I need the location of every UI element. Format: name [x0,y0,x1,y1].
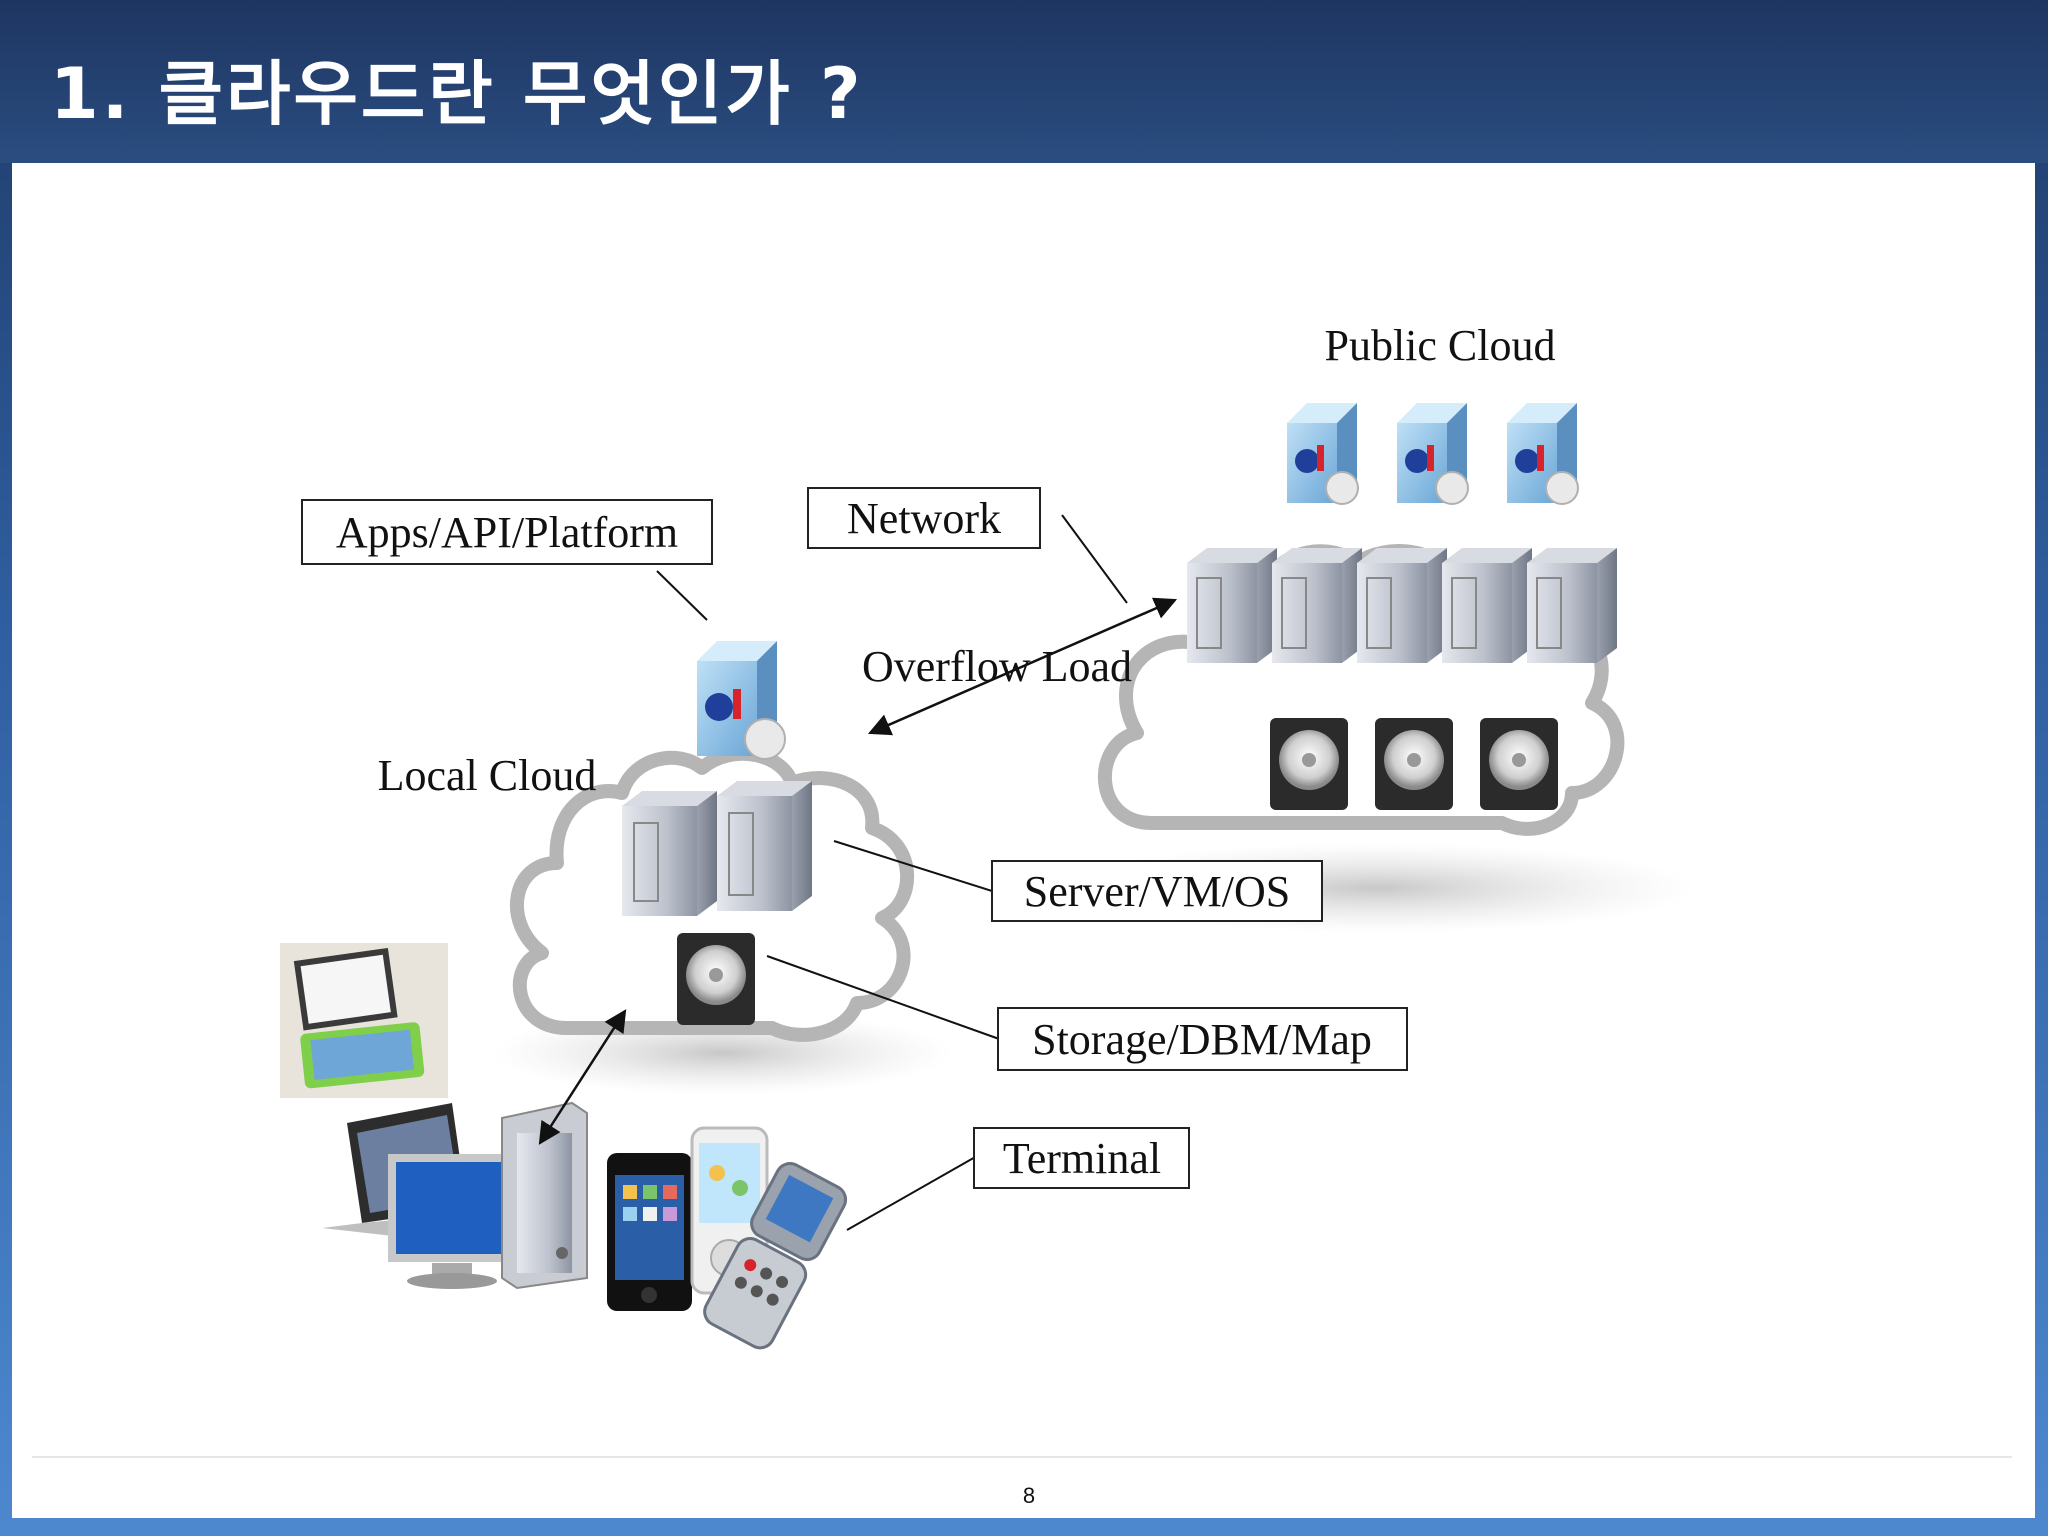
local-cloud-label: Local Cloud [378,751,597,800]
storage-label-box [997,1007,1408,1071]
server-icon [1357,548,1447,663]
hard-disk-icon [1270,718,1348,810]
hard-disk-icon [1480,718,1558,810]
overflow-load-arrow [867,597,1178,736]
local-servers [622,781,812,916]
apps-label-box [301,499,713,565]
terminal-label-box [973,1127,1190,1189]
public-storage-disks [1270,718,1558,810]
smartphone-icon [607,1153,692,1311]
overflow-load-label: Overflow Load [862,642,1132,691]
server-icon [717,781,812,911]
tablet-netbook-icon [280,943,448,1098]
footer-divider [32,1456,2012,1458]
apps-connector [656,570,708,621]
server-connector [833,840,993,892]
public-servers [1187,548,1617,663]
software-box-icon [1287,403,1359,505]
local-hard-disk-icon [677,933,755,1025]
server-label: Server/VM/OS [1024,867,1290,916]
public-cloud-label: Public Cloud [1324,321,1555,370]
network-connector [1061,514,1128,604]
terminal-label: Terminal [1003,1134,1161,1183]
server-icon [1187,548,1277,663]
terminal-access-arrow [538,1009,627,1145]
title-bar: 1. 클라우드란 무엇인가 ? [0,0,2048,163]
local-software-box-icon [697,641,786,760]
network-label-box [807,487,1041,549]
apps-label: Apps/API/Platform [336,508,678,557]
page-number: 8 [1022,1483,1036,1508]
terminal-connector [846,1155,978,1231]
server-icon [1272,548,1362,663]
slide-content: Public Cloud Local Cloud Apps/API/Platfo… [12,163,2035,1518]
software-box-icon [1507,403,1579,505]
storage-connector [766,955,1003,1041]
storage-label: Storage/DBM/Map [1032,1015,1372,1064]
public-apps-boxes [1287,403,1579,505]
network-label: Network [847,494,1001,543]
server-icon [1527,548,1617,663]
software-box-icon [1397,403,1469,505]
cloud-diagram: Public Cloud Local Cloud Apps/API/Platfo… [280,321,1697,1350]
hard-disk-icon [1375,718,1453,810]
server-icon [622,791,717,916]
server-label-box [991,860,1323,922]
slide-title: 1. 클라우드란 무엇인가 ? [50,53,864,135]
server-icon [1442,548,1532,663]
flip-phone-icon [703,1162,848,1350]
